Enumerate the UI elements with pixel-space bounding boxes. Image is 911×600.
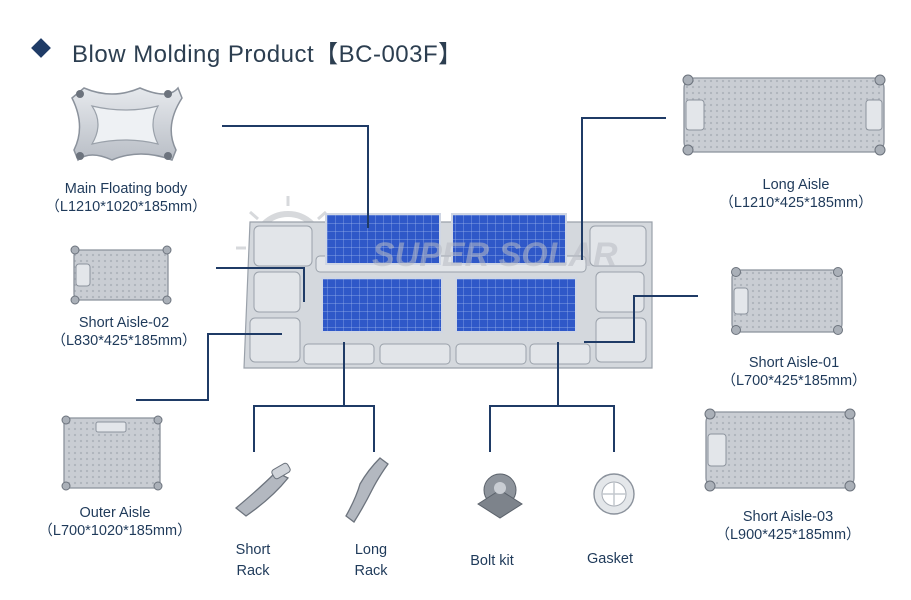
- long-rack-image: [345, 457, 389, 523]
- long-aisle-dims: （L1210*425*185mm）: [719, 195, 873, 211]
- long-rack-label: Long Rack: [340, 540, 402, 582]
- short-aisle-02-label: Short Aisle-02 （L830*425*185mm）: [44, 314, 204, 350]
- outer-aisle-image: [61, 415, 163, 491]
- long-aisle-name: Long Aisle: [762, 177, 830, 193]
- short-aisle-01-name: Short Aisle-01: [748, 355, 840, 371]
- short-aisle-03-label: Short Aisle-03 （L900*425*185mm）: [700, 508, 876, 544]
- main-floating-body-label: Main Floating body （L1210*1020*185mm）: [40, 180, 212, 216]
- outer-aisle-dims: （L700*1020*185mm）: [38, 523, 192, 539]
- main-floating-body-image: [71, 86, 183, 162]
- bolt-kit-label: Bolt kit: [470, 553, 514, 569]
- short-aisle-01-label: Short Aisle-01 （L700*425*185mm）: [706, 354, 882, 390]
- gasket-label: Gasket: [587, 551, 633, 567]
- short-rack-image: [234, 462, 291, 517]
- leader-lines: [136, 117, 698, 452]
- gasket-image: [593, 473, 635, 515]
- short-aisle-03-name: Short Aisle-03: [742, 509, 834, 525]
- short-rack-line1: Short: [235, 542, 271, 558]
- short-aisle-02-dims: （L830*425*185mm）: [51, 333, 197, 349]
- bolt-kit-image: [477, 473, 523, 519]
- long-aisle-image: [682, 74, 886, 156]
- floating-array-image: [236, 196, 653, 369]
- short-aisle-02-image: [70, 245, 172, 305]
- long-rack-line2: Rack: [354, 563, 388, 579]
- short-rack-line2: Rack: [236, 563, 270, 579]
- short-aisle-01-dims: （L700*425*185mm）: [721, 373, 867, 389]
- long-rack-line1: Long: [354, 542, 388, 558]
- outer-aisle-name: Outer Aisle: [79, 505, 151, 521]
- page-title: Blow Molding Product【BC-003F】: [72, 41, 463, 68]
- long-aisle-label: Long Aisle （L1210*425*185mm）: [708, 176, 884, 212]
- short-rack-label: Short Rack: [222, 540, 284, 582]
- short-aisle-03-dims: （L900*425*185mm）: [715, 527, 861, 543]
- short-aisle-02-name: Short Aisle-02: [78, 315, 170, 331]
- outer-aisle-label: Outer Aisle （L700*1020*185mm）: [20, 504, 210, 540]
- main-floating-body-dims: （L1210*1020*185mm）: [45, 199, 207, 215]
- short-aisle-03-image: [704, 408, 856, 492]
- main-floating-body-name: Main Floating body: [64, 181, 188, 197]
- short-aisle-01-image: [731, 267, 843, 335]
- watermark-text: SUPER SOLAR: [372, 236, 618, 274]
